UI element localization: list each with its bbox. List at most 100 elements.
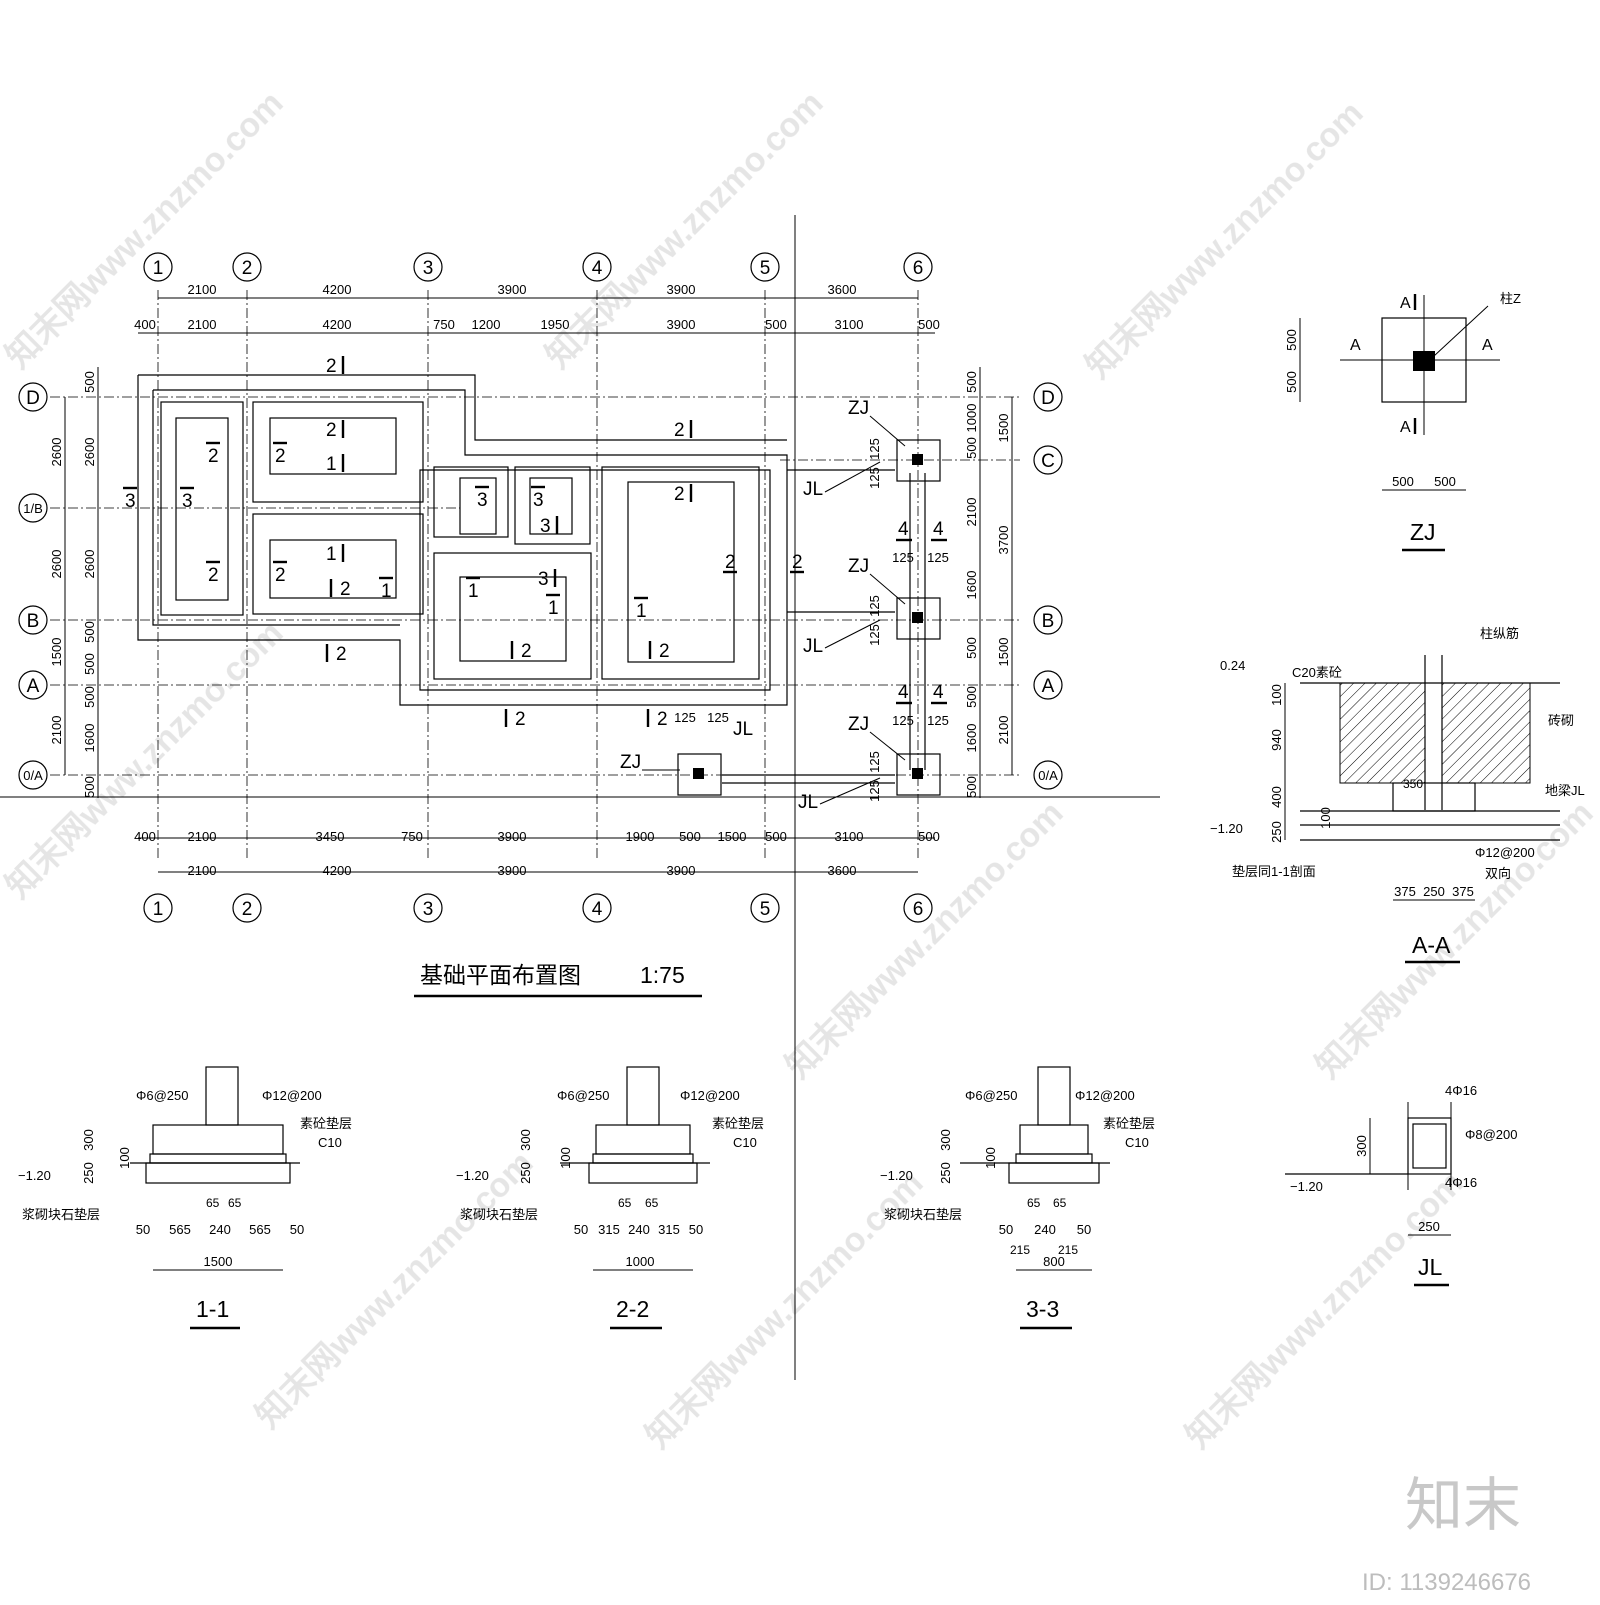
svg-text:素砼垫层: 素砼垫层 — [1103, 1116, 1155, 1131]
aa-detail: C20素砼 柱纵筋 砖砌 地梁JL 垫层同1-1剖面 Φ12@200 双向 0.… — [1210, 626, 1585, 964]
svg-text:300: 300 — [1354, 1135, 1369, 1157]
svg-text:3450: 3450 — [316, 829, 345, 844]
section-marks: 2 2 2 1 1 2 2 3 3 2 2 2 2 2 2 2 2 2 1 3 … — [123, 356, 947, 730]
svg-text:500: 500 — [964, 686, 979, 708]
svg-text:Φ6@250: Φ6@250 — [557, 1088, 610, 1103]
svg-text:500: 500 — [82, 686, 97, 708]
svg-text:1600: 1600 — [964, 571, 979, 600]
svg-text:2: 2 — [674, 420, 685, 441]
svg-text:125: 125 — [867, 624, 882, 646]
svg-text:500: 500 — [1284, 329, 1299, 351]
svg-text:A: A — [27, 676, 40, 697]
svg-text:250: 250 — [1423, 884, 1445, 899]
svg-text:250: 250 — [938, 1162, 953, 1184]
svg-text:1: 1 — [326, 454, 337, 475]
svg-text:A: A — [1400, 295, 1411, 312]
svg-text:1: 1 — [153, 899, 164, 920]
jl-label: JL — [803, 636, 823, 657]
svg-text:1600: 1600 — [964, 724, 979, 753]
svg-text:3600: 3600 — [828, 863, 857, 878]
section-1-1: Φ6@250 Φ12@200 素砼垫层 C10 浆砌块石垫层 −1.20 300… — [18, 1066, 352, 1330]
svg-text:125: 125 — [867, 438, 882, 460]
watermark-text: 知末网www.znzmo.com — [1309, 794, 1600, 1086]
svg-text:2100: 2100 — [996, 716, 1011, 745]
svg-text:1900: 1900 — [626, 829, 655, 844]
svg-text:565: 565 — [249, 1222, 271, 1237]
svg-text:1: 1 — [548, 598, 559, 619]
svg-text:3: 3 — [538, 569, 549, 590]
svg-text:125: 125 — [707, 710, 729, 725]
axis-bubbles-bottom: 1 2 3 4 5 6 — [143, 893, 933, 923]
svg-text:400: 400 — [134, 829, 156, 844]
watermark-text: 知末网www.znzmo.com — [1079, 94, 1371, 386]
svg-text:C: C — [1041, 451, 1055, 472]
svg-text:125: 125 — [867, 595, 882, 617]
svg-text:940: 940 — [1269, 729, 1284, 751]
svg-text:4Φ16: 4Φ16 — [1445, 1175, 1477, 1190]
svg-text:2: 2 — [208, 565, 219, 586]
brand-logo: 知末 — [1405, 1473, 1521, 1538]
svg-text:1: 1 — [468, 581, 479, 602]
svg-text:315: 315 — [598, 1222, 620, 1237]
dim-text: 3900 — [667, 282, 696, 297]
zj-label: ZJ — [620, 752, 641, 773]
aa-title: A-A — [1412, 932, 1451, 958]
zj-label: ZJ — [848, 556, 869, 577]
svg-text:1000: 1000 — [964, 404, 979, 433]
svg-text:素砼垫层: 素砼垫层 — [300, 1116, 352, 1131]
watermark-text: 知末网www.znzmo.com — [1179, 1164, 1471, 1456]
svg-text:300: 300 — [81, 1129, 96, 1151]
svg-text:500: 500 — [964, 637, 979, 659]
svg-text:2: 2 — [340, 579, 351, 600]
svg-text:1: 1 — [636, 601, 647, 622]
svg-text:500: 500 — [918, 829, 940, 844]
svg-text:500: 500 — [82, 653, 97, 675]
svg-text:400: 400 — [134, 317, 156, 332]
svg-text:2: 2 — [326, 356, 337, 377]
svg-text:−1.20: −1.20 — [1210, 821, 1243, 836]
svg-text:240: 240 — [1034, 1222, 1056, 1237]
svg-text:2: 2 — [659, 641, 670, 662]
plan-grid — [50, 290, 1020, 860]
svg-text:250: 250 — [518, 1162, 533, 1184]
svg-text:2: 2 — [674, 484, 685, 505]
svg-text:2: 2 — [515, 709, 526, 730]
svg-text:4200: 4200 — [323, 317, 352, 332]
svg-text:50: 50 — [1077, 1222, 1091, 1237]
svg-text:3100: 3100 — [835, 829, 864, 844]
svg-text:Φ12@200: Φ12@200 — [1475, 845, 1535, 860]
svg-text:2600: 2600 — [49, 550, 64, 579]
svg-text:750: 750 — [433, 317, 455, 332]
svg-text:2: 2 — [521, 641, 532, 662]
svg-text:50: 50 — [574, 1222, 588, 1237]
svg-text:浆砌块石垫层: 浆砌块石垫层 — [460, 1207, 538, 1222]
svg-text:3: 3 — [533, 490, 544, 511]
svg-text:A: A — [1350, 337, 1361, 354]
svg-text:柱纵筋: 柱纵筋 — [1480, 626, 1519, 641]
svg-text:125: 125 — [867, 751, 882, 773]
svg-text:65: 65 — [618, 1196, 632, 1210]
svg-text:2: 2 — [725, 552, 736, 573]
svg-text:125: 125 — [674, 710, 696, 725]
svg-text:125: 125 — [867, 467, 882, 489]
jl-detail: 4Φ16 Φ8@200 4Φ16 −1.20 300 250 JL — [1285, 1083, 1518, 1287]
svg-text:2: 2 — [275, 446, 286, 467]
svg-text:Φ12@200: Φ12@200 — [680, 1088, 740, 1103]
svg-text:2: 2 — [657, 709, 668, 730]
axis-label: 1 — [153, 258, 164, 279]
svg-text:B: B — [27, 611, 40, 632]
svg-text:C10: C10 — [1125, 1135, 1149, 1150]
svg-text:2: 2 — [336, 644, 347, 665]
svg-text:2: 2 — [208, 446, 219, 467]
plan-title-block: 基础平面布置图 1:75 — [414, 962, 702, 998]
jl-label: JL — [733, 719, 753, 740]
svg-text:3: 3 — [125, 491, 136, 512]
axis-label: 4 — [592, 258, 603, 279]
svg-text:65: 65 — [206, 1196, 220, 1210]
svg-text:500: 500 — [765, 829, 787, 844]
svg-text:240: 240 — [209, 1222, 231, 1237]
svg-text:3900: 3900 — [498, 863, 527, 878]
svg-text:2: 2 — [792, 552, 803, 573]
section-title: 3-3 — [1026, 1296, 1059, 1322]
